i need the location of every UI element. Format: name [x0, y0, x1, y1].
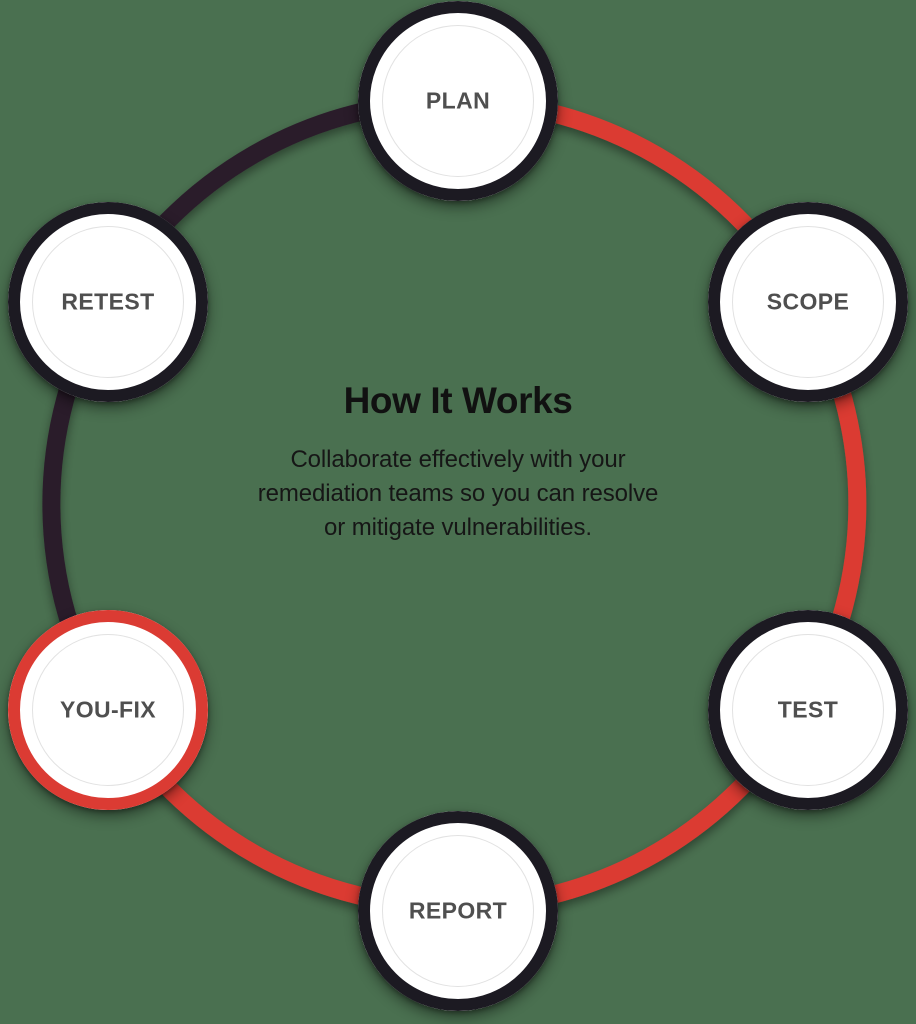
node-label-report: REPORT	[408, 897, 508, 924]
node-inner-circle	[32, 634, 184, 786]
node-inner-circle	[732, 226, 884, 378]
node-inner-circle	[382, 835, 534, 987]
node-inner-circle	[32, 226, 184, 378]
node-label-test: TEST	[777, 696, 839, 723]
cycle-node-scope[interactable]: SCOPE	[708, 202, 908, 402]
cycle-node-retest[interactable]: RETEST	[8, 202, 208, 402]
cycle-node-test[interactable]: TEST	[708, 610, 908, 810]
node-label-plan: PLAN	[425, 87, 491, 114]
node-inner-circle	[382, 25, 534, 177]
node-label-retest: RETEST	[61, 288, 155, 315]
cycle-node-you-fix[interactable]: YOU-FIX	[8, 610, 208, 810]
node-inner-circle	[732, 634, 884, 786]
cycle-node-plan[interactable]: PLAN	[358, 1, 558, 201]
cycle-node-report[interactable]: REPORT	[358, 811, 558, 1011]
node-label-you-fix: YOU-FIX	[59, 696, 157, 723]
node-label-scope: SCOPE	[766, 288, 850, 315]
